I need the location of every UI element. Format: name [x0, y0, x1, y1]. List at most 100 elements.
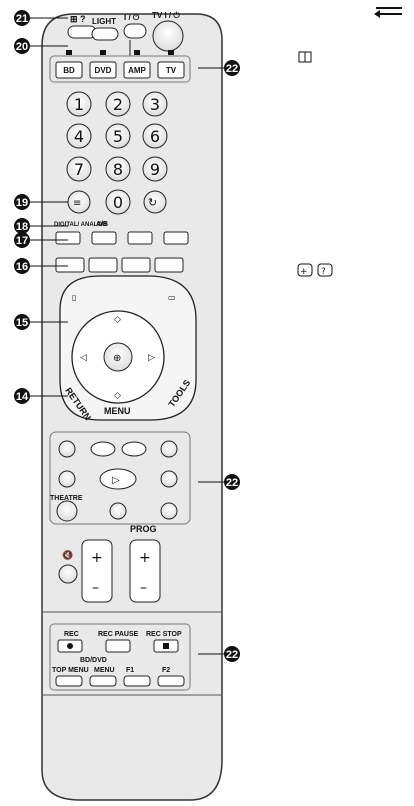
volume-rocker[interactable]	[81, 539, 113, 603]
widemode-button[interactable]	[163, 231, 189, 245]
return-arrow-icon	[374, 7, 402, 18]
source-button-bd[interactable]	[55, 61, 83, 79]
ok-button[interactable]	[103, 342, 133, 372]
digit-button-9[interactable]	[142, 156, 168, 182]
theatre-label: THEATRE	[50, 495, 83, 502]
guide-book-icon: ▯	[72, 293, 76, 302]
forward-button[interactable]	[160, 470, 178, 488]
digit-label-7: 7	[74, 160, 84, 179]
digit-button-3[interactable]	[142, 91, 168, 117]
digit-label-3: 3	[150, 95, 160, 114]
callout-label-16: 16	[16, 261, 28, 273]
callout-16	[14, 258, 30, 274]
digit-label-4: 4	[74, 127, 84, 146]
svg-text:–: –	[140, 580, 147, 596]
digit-button-5[interactable]	[105, 123, 131, 149]
jump-button[interactable]	[143, 190, 167, 214]
colour-button-blue[interactable]	[154, 257, 184, 273]
svg-text:+: +	[300, 267, 308, 277]
f2-label: F2	[162, 667, 170, 674]
mute-button[interactable]	[58, 564, 78, 584]
digit-label-9: 9	[150, 160, 160, 179]
rec-label: REC	[64, 631, 79, 638]
callout-14	[14, 388, 30, 404]
source-button-dvd[interactable]	[89, 61, 117, 79]
digit-button-4[interactable]	[66, 123, 92, 149]
callout-label-15: 15	[16, 317, 28, 329]
digit-button-1[interactable]	[66, 91, 92, 117]
callout-label-19: 19	[16, 197, 28, 209]
theatre-button[interactable]	[56, 500, 78, 522]
options-icon: ▭	[168, 293, 176, 302]
svg-text:+: +	[139, 550, 151, 566]
prog-label: PROG	[130, 524, 157, 534]
rec-pause-button[interactable]	[105, 639, 131, 653]
digit-button-7[interactable]	[66, 156, 92, 182]
freeze-button[interactable]	[127, 231, 153, 245]
digit-button-2[interactable]	[105, 91, 131, 117]
digit-button-0[interactable]	[105, 189, 131, 215]
callout-18	[14, 218, 30, 234]
bd-menu-button[interactable]	[89, 675, 117, 687]
callout-19	[14, 194, 30, 210]
digit-label-6: 6	[150, 127, 160, 146]
colour-button-green[interactable]	[88, 257, 118, 273]
digit-button-8[interactable]	[105, 156, 131, 182]
prog-rocker[interactable]	[129, 539, 161, 603]
prev-button[interactable]	[58, 440, 76, 458]
next-button[interactable]	[160, 440, 178, 458]
replay-button[interactable]	[90, 441, 116, 457]
ab-label: A/B	[96, 221, 108, 228]
source-group-frame	[49, 55, 191, 83]
right-arrow-icon: ▷	[148, 353, 155, 363]
book-icon	[298, 51, 312, 63]
play-button[interactable]	[99, 468, 137, 490]
f1-button[interactable]	[123, 675, 151, 687]
rec-pause-label: REC PAUSE	[98, 631, 139, 638]
top-menu-button[interactable]	[55, 675, 83, 687]
source-label-dvd: DVD	[95, 66, 112, 75]
power-button[interactable]	[123, 23, 147, 39]
up-arrow-icon: ◇	[114, 315, 121, 325]
menu2-label: MENU	[94, 667, 115, 674]
callout-22	[224, 646, 240, 662]
light-button[interactable]	[91, 27, 119, 41]
rec-stop-label: REC STOP	[146, 631, 182, 638]
callout-22	[224, 60, 240, 76]
left-arrow-icon: ◁	[80, 353, 87, 363]
f2-button[interactable]	[157, 675, 185, 687]
callout-21	[14, 10, 30, 26]
bd-dvd-label: BD/DVD	[80, 657, 107, 664]
light-label: LIGHT	[92, 17, 116, 26]
callout-label-18: 18	[16, 221, 28, 233]
digital-analog-button[interactable]	[55, 231, 81, 245]
top-menu-label: TOP MENU	[52, 667, 89, 674]
callout-20	[14, 38, 30, 54]
stop-button[interactable]	[160, 502, 178, 520]
info-help-icon: + ?	[297, 263, 333, 277]
callout-label-22: 22	[226, 477, 238, 489]
callout-label-14: 14	[16, 391, 29, 403]
source-button-tv[interactable]	[157, 61, 185, 79]
power-label: I / ⏻	[124, 13, 140, 22]
digit-label-2: 2	[113, 95, 123, 114]
digit-label-5: 5	[113, 127, 123, 146]
svg-text:⊞ ?: ⊞ ?	[70, 14, 86, 24]
callout-15	[14, 314, 30, 330]
advance-button[interactable]	[121, 441, 147, 457]
ok-icon: ⊕	[113, 353, 121, 364]
tv-power-button[interactable]	[152, 20, 184, 52]
pause-button[interactable]	[109, 502, 127, 520]
callout-label-22: 22	[226, 649, 238, 661]
svg-text:–: –	[92, 580, 99, 596]
ab-button[interactable]	[91, 231, 117, 245]
digit-button-6[interactable]	[142, 123, 168, 149]
rewind-button[interactable]	[58, 470, 76, 488]
svg-text:?: ?	[321, 267, 326, 277]
digit-label-8: 8	[113, 160, 123, 179]
colour-button-red[interactable]	[55, 257, 85, 273]
colour-button-yellow[interactable]	[121, 257, 151, 273]
source-button-amp[interactable]	[123, 61, 151, 79]
mute-icon: 🔇	[62, 549, 73, 561]
guide-icon: ≡	[73, 198, 81, 209]
